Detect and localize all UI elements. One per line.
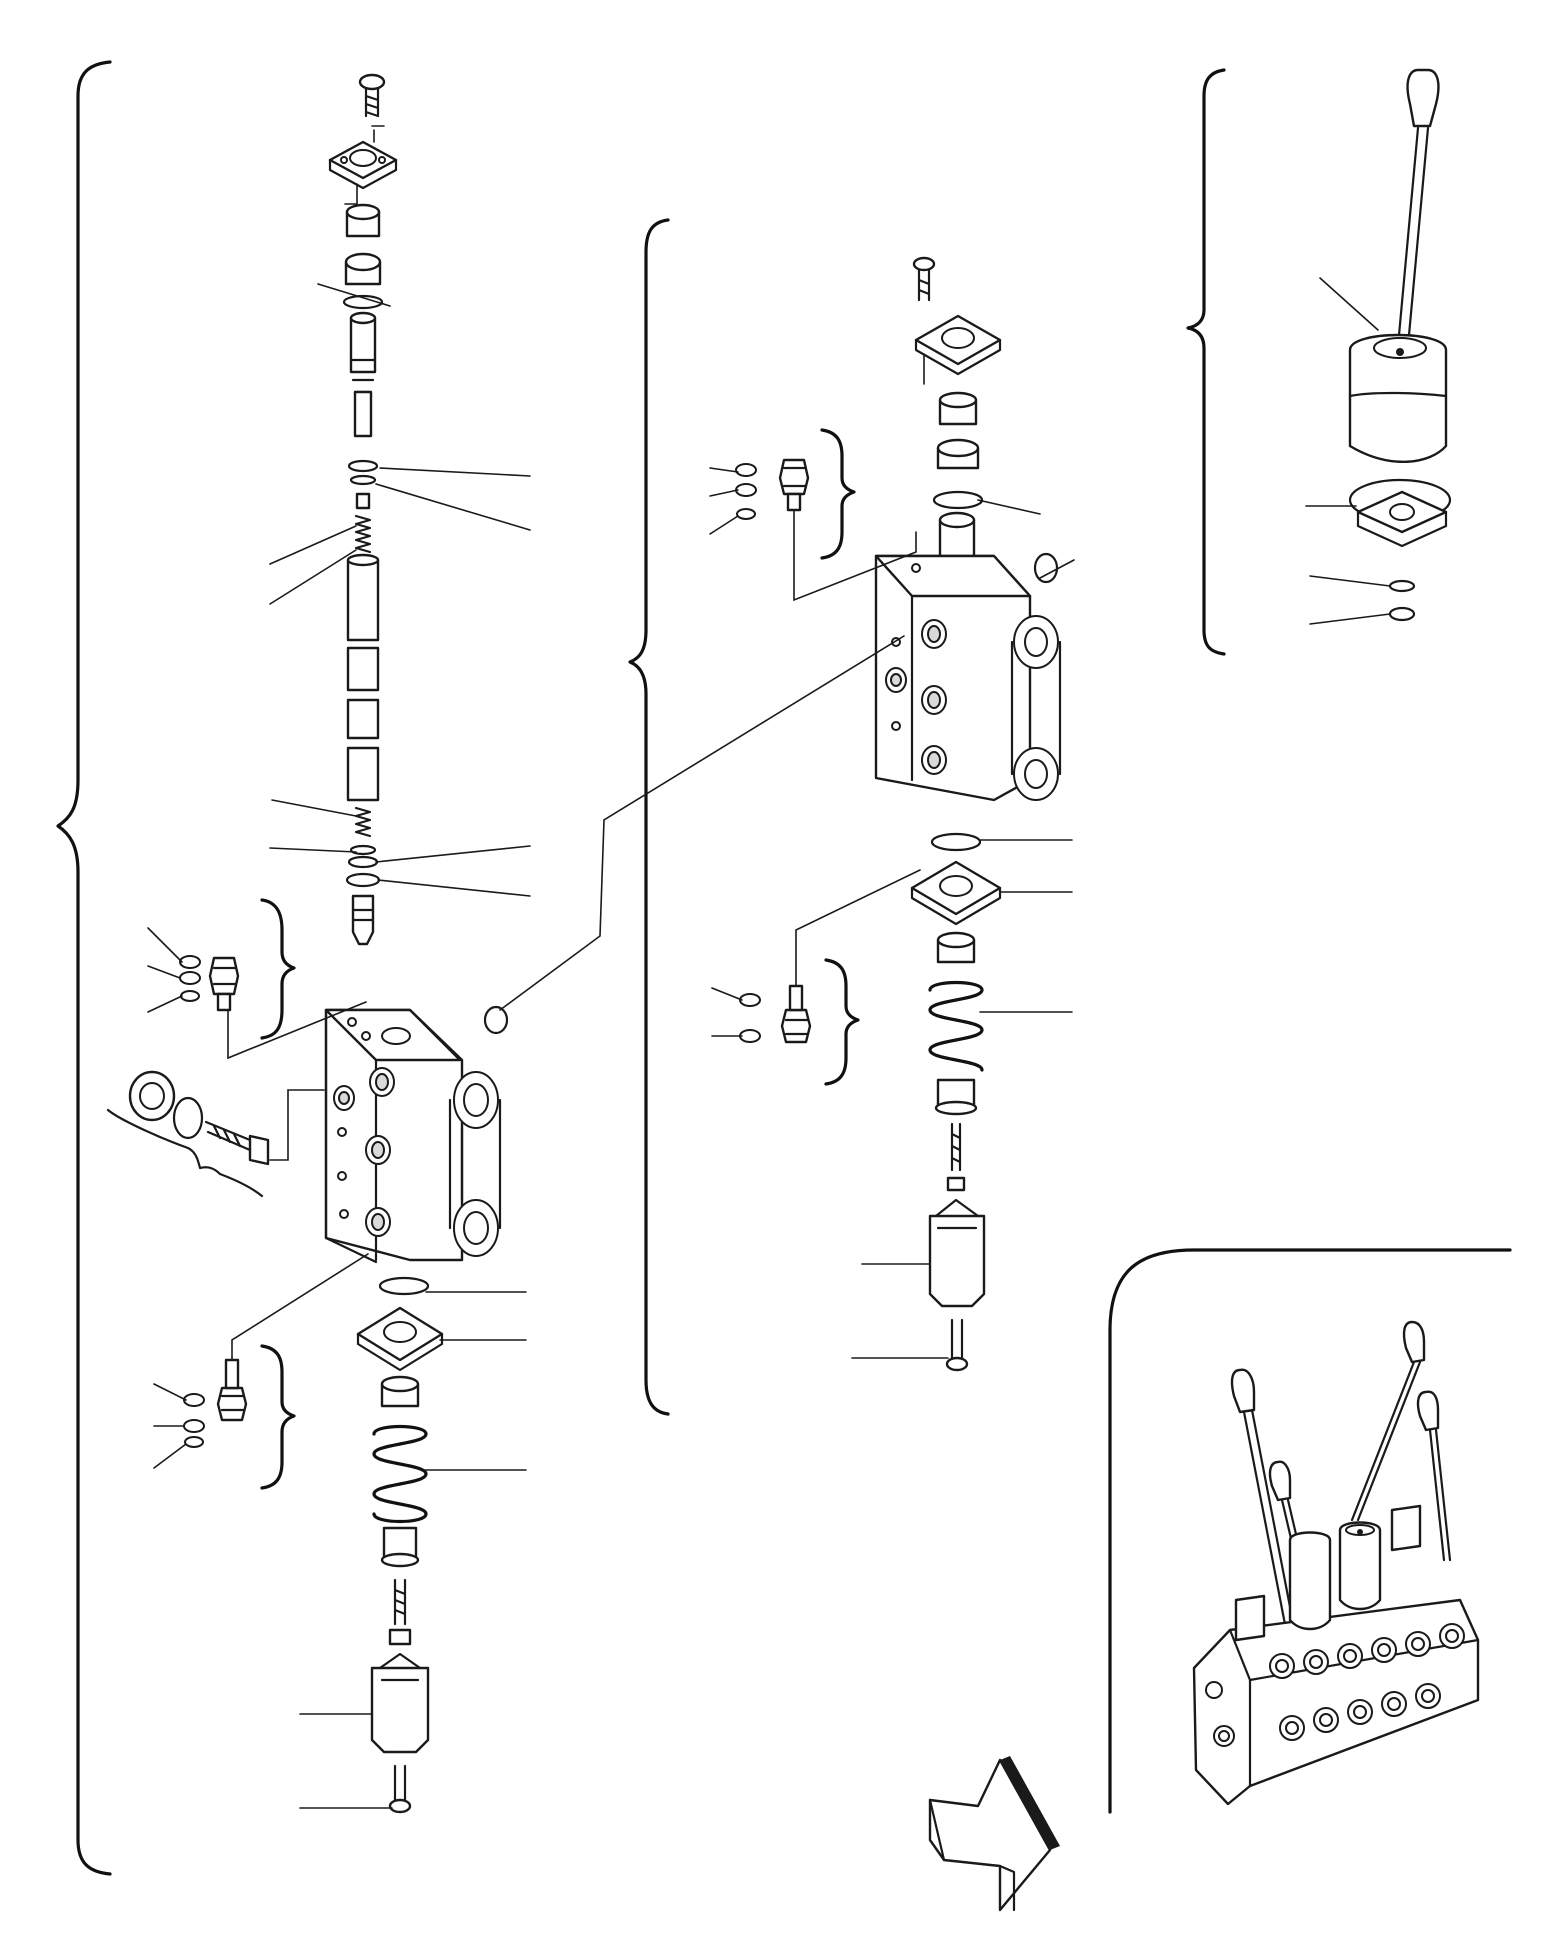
small-pin: [355, 492, 371, 510]
o-ring: [347, 855, 379, 869]
centering-spring: [372, 1424, 428, 1524]
o-ring: [378, 1276, 430, 1296]
lever-rod: [1396, 126, 1430, 348]
inset-levers: [1230, 1320, 1452, 1642]
relief-plug-side: [106, 1070, 325, 1198]
upper-spool: [349, 311, 377, 438]
o-ring: [345, 872, 381, 888]
center-end-cap: [928, 1198, 986, 1308]
o-ring: [347, 459, 379, 473]
spring: [354, 806, 372, 838]
center-section-assembly: [499, 218, 1075, 1416]
end-cap: [370, 1652, 430, 1754]
relief-plug-lower: [183, 1253, 369, 1490]
upper-bushings: [344, 203, 382, 286]
end-screw: [393, 1764, 407, 1804]
center-lower-screw: [950, 1122, 962, 1172]
center-valve-body: [874, 511, 1062, 802]
left-valve-body: [324, 1005, 509, 1264]
top-screw: [358, 73, 386, 118]
overview-valve-block: [1108, 1248, 1512, 1814]
lever-leader-lines: [1305, 277, 1391, 625]
lever-boot: [1348, 333, 1448, 464]
center-relief-upper: [735, 428, 917, 602]
o-ring: [1388, 579, 1416, 593]
o-ring: [349, 474, 377, 486]
center-leader-lines: [709, 467, 1075, 1359]
lower-screw: [393, 1578, 407, 1626]
left-group-brace: [56, 60, 112, 1876]
lever-group-brace: [1186, 68, 1226, 656]
o-ring: [342, 294, 384, 310]
link-leader: [499, 635, 905, 1011]
center-lower-flange: [910, 860, 1002, 926]
o-ring: [349, 844, 377, 856]
o-ring: [930, 832, 982, 852]
lever-knob: [1406, 68, 1440, 128]
center-centering-spring: [928, 980, 984, 1072]
left-section-assembly: [56, 60, 531, 1876]
top-flange: [328, 125, 398, 205]
inset-block: [1192, 1504, 1480, 1806]
lower-flange: [356, 1306, 444, 1372]
center-group-brace: [628, 218, 670, 1416]
o-ring: [1388, 606, 1416, 622]
center-top-flange: [914, 314, 1002, 385]
o-ring: [932, 490, 984, 510]
left-leader-lines: [147, 283, 531, 1809]
lever-base: [1348, 478, 1452, 548]
relief-plug-upper: [179, 898, 367, 1060]
spring: [354, 514, 372, 554]
central-spool: [346, 553, 380, 802]
inset-frame: [1108, 1248, 1512, 1814]
lever-assembly: [1186, 68, 1452, 656]
washer: [946, 1176, 966, 1192]
center-end-screw: [950, 1318, 964, 1362]
center-top-screw: [912, 256, 936, 302]
washer: [388, 1628, 412, 1646]
direction-arrow-icon: [928, 1756, 1060, 1912]
center-relief-lower: [739, 869, 921, 1086]
